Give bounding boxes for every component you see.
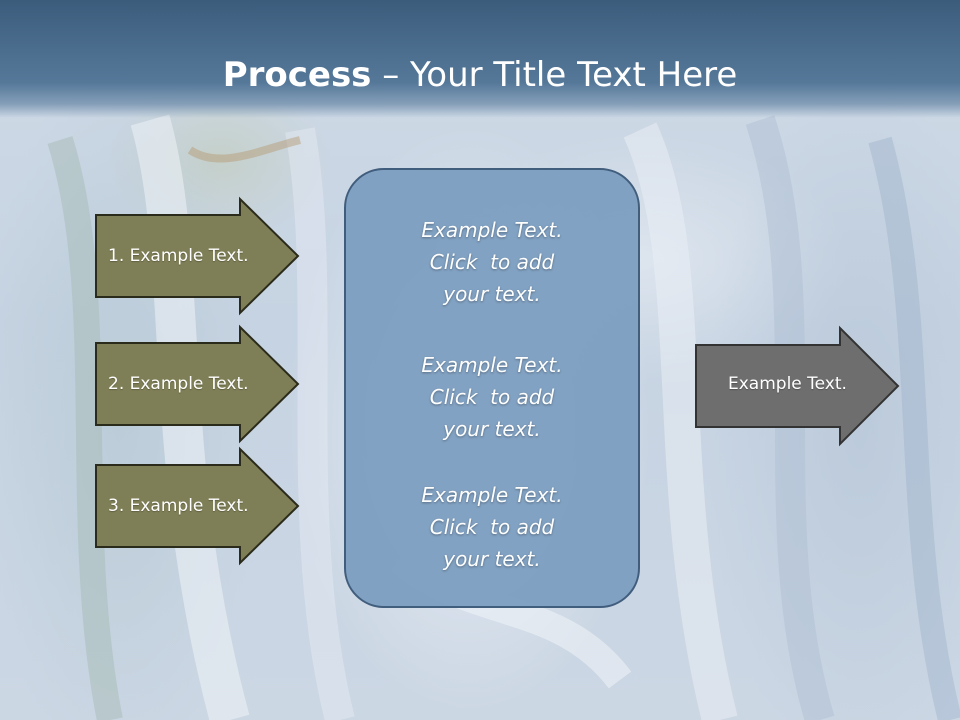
process-paragraph-3[interactable]: Example Text. Click to add your text. bbox=[346, 479, 638, 575]
input-arrow-1[interactable]: 1. Example Text. bbox=[95, 196, 300, 316]
process-text-line: your text. bbox=[443, 417, 541, 441]
process-text-line: your text. bbox=[443, 547, 541, 571]
process-box[interactable]: Example Text. Click to add your text. Ex… bbox=[344, 168, 640, 608]
title-bold-text: Process bbox=[222, 55, 372, 95]
process-text-line: Example Text. bbox=[421, 218, 563, 242]
process-text-line: Example Text. bbox=[421, 353, 563, 377]
output-arrow[interactable]: Example Text. bbox=[695, 325, 900, 447]
output-arrow-label: Example Text. bbox=[728, 374, 847, 394]
input-arrow-label: 1. Example Text. bbox=[108, 246, 249, 266]
process-text-line: your text. bbox=[443, 282, 541, 306]
input-arrow-2[interactable]: 2. Example Text. bbox=[95, 324, 300, 444]
input-arrow-3[interactable]: 3. Example Text. bbox=[95, 446, 300, 566]
right-arrow-shape bbox=[95, 324, 300, 444]
right-arrow-shape bbox=[695, 325, 900, 447]
input-arrow-label: 2. Example Text. bbox=[108, 374, 249, 394]
process-text-line: Click to add bbox=[429, 515, 555, 539]
title-band bbox=[0, 0, 960, 118]
input-arrow-label: 3. Example Text. bbox=[108, 496, 249, 516]
slide-title[interactable]: Process – Your Title Text Here bbox=[0, 53, 960, 97]
process-text-line: Click to add bbox=[429, 385, 555, 409]
process-paragraph-2[interactable]: Example Text. Click to add your text. bbox=[346, 349, 638, 445]
process-text-line: Example Text. bbox=[421, 483, 563, 507]
process-text-line: Click to add bbox=[429, 250, 555, 274]
title-rest-text: – Your Title Text Here bbox=[371, 55, 738, 95]
right-arrow-shape bbox=[95, 446, 300, 566]
process-paragraph-1[interactable]: Example Text. Click to add your text. bbox=[346, 214, 638, 310]
right-arrow-shape bbox=[95, 196, 300, 316]
